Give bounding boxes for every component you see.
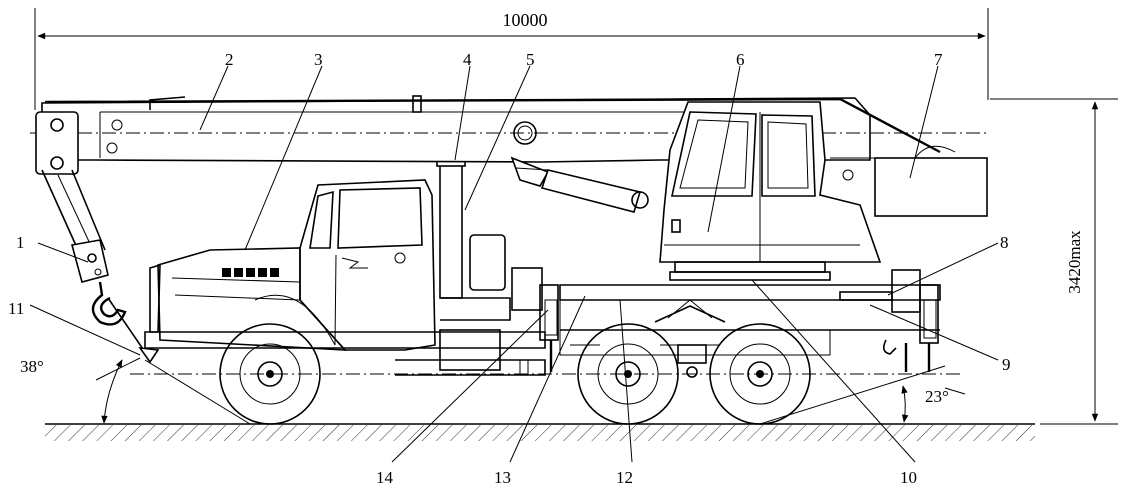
counterweight (830, 145, 988, 217)
callout-4: 4 (463, 50, 472, 69)
height-dimension: 3420max (990, 98, 1118, 425)
approach-angle: 38° (20, 357, 251, 425)
hook-block (41, 169, 127, 326)
ground (45, 423, 1035, 441)
callout-13: 13 (494, 468, 511, 487)
callout-12: 12 (616, 468, 633, 487)
callouts: 1 2 3 4 5 6 7 8 9 10 11 12 13 14 (8, 50, 1011, 487)
callout-8: 8 (1000, 233, 1009, 252)
callout-10: 10 (900, 468, 917, 487)
length-dimension-label: 10000 (503, 10, 548, 30)
tie-down-sling (107, 297, 160, 364)
engine-hood (149, 247, 347, 351)
departure-angle: 23° (759, 365, 966, 425)
callout-11: 11 (8, 299, 24, 318)
height-dimension-label: 3420max (1065, 230, 1084, 294)
leader-lines (29, 65, 999, 463)
rear-angle-label: 23° (925, 387, 949, 406)
length-dimension: 10000 (34, 8, 989, 110)
callout-5: 5 (526, 50, 535, 69)
chassis-frame (144, 284, 941, 376)
turntable (669, 261, 831, 281)
callout-6: 6 (736, 50, 745, 69)
callout-2: 2 (225, 50, 234, 69)
operator-cab (659, 101, 882, 263)
callout-7: 7 (934, 50, 943, 69)
front-angle-label: 38° (20, 357, 44, 376)
callout-9: 9 (1002, 355, 1011, 374)
callout-1: 1 (16, 233, 25, 252)
outriggers (511, 267, 939, 375)
support-column (436, 157, 511, 371)
boom (30, 95, 990, 163)
rear-suspension (654, 299, 726, 378)
boom-head (35, 111, 79, 175)
luffing-cylinder (510, 156, 649, 213)
callout-14: 14 (376, 468, 394, 487)
truck-cab (299, 179, 436, 351)
rear-hook (882, 339, 897, 355)
callout-3: 3 (314, 50, 323, 69)
